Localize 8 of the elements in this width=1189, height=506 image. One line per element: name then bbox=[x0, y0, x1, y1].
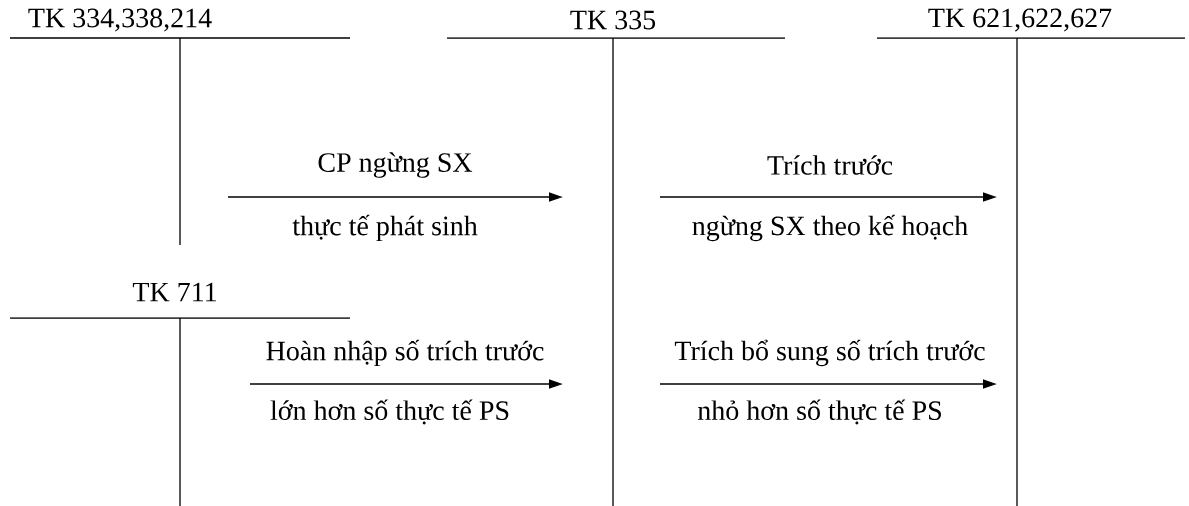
edge-label: Hoàn nhập số trích trước bbox=[266, 339, 544, 367]
annotation-text: ngừng SX theo kế hoạch bbox=[692, 214, 968, 242]
edge-label: CP ngừng SX bbox=[318, 152, 473, 178]
annotation-text: lớn hơn số thực tế PS bbox=[270, 399, 509, 425]
annotation-text: nhỏ hơn số thực tế PS bbox=[697, 399, 941, 425]
edge-label: Trích bổ sung số trích trước bbox=[674, 339, 985, 367]
edge-label: Trích trước bbox=[767, 155, 893, 175]
annotation-text: thực tế phát sinh bbox=[292, 214, 478, 242]
